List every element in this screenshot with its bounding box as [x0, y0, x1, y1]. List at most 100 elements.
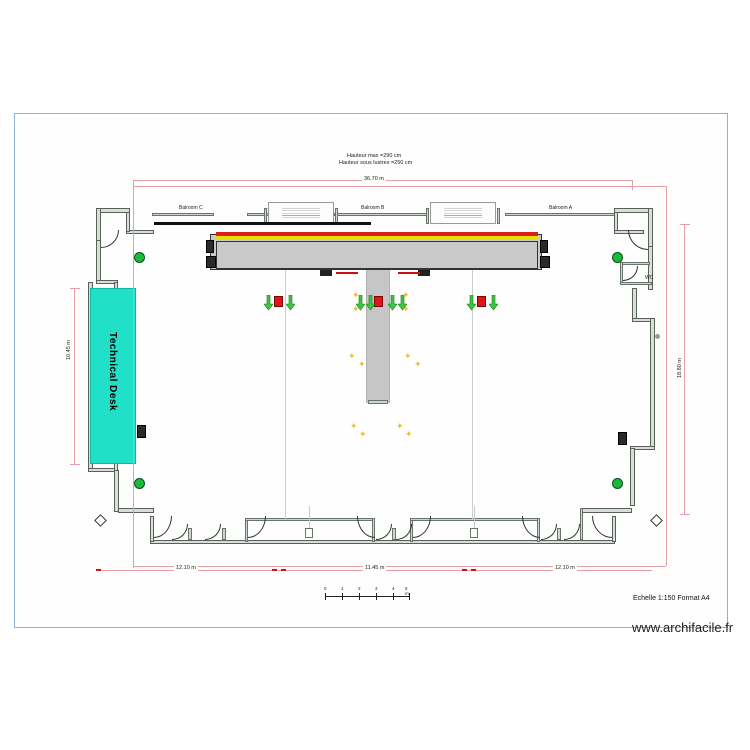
runway-end-cap	[368, 400, 388, 404]
room-label-wc: WC	[645, 275, 654, 281]
wall-wc-top	[620, 262, 650, 265]
exit-arrow-1	[264, 295, 273, 311]
scale-tick-3: 3	[375, 586, 378, 591]
dimension-right-vertical: 18.80 m	[677, 356, 684, 380]
exit-marker-top-left[interactable]	[134, 252, 145, 263]
emergency-light-6: ✦	[358, 359, 366, 369]
room-label-ballroom-b: Balroom B	[361, 205, 385, 211]
exit-arrow-8	[489, 295, 498, 311]
corner-marker-bottom-left	[94, 514, 107, 527]
technical-desk-area[interactable]	[90, 288, 136, 464]
emergency-light-11: ✦	[396, 421, 404, 431]
watermark: www.archifacile.fr	[632, 620, 734, 635]
wall-wc-bottom	[620, 282, 652, 285]
dimension-bottom-tick-4	[462, 569, 467, 571]
dimension-bottom-right: 12.10 m	[553, 565, 577, 572]
wall-right-lower	[630, 448, 635, 506]
wall-right-upper	[648, 246, 653, 290]
scale-tick-0: 0	[324, 586, 327, 591]
emergency-light-3: ✦	[402, 290, 410, 300]
partition-panel-c-b-lines	[282, 208, 320, 218]
door-jamb-b2	[222, 528, 226, 540]
wall-top-right	[505, 213, 615, 216]
wall-chamfer-bottom-right	[580, 508, 632, 513]
wall-right-step-v1	[632, 288, 637, 322]
fire-extinguisher-2	[374, 296, 383, 307]
emergency-light-1: ✦	[352, 290, 360, 300]
extent-line-top	[133, 186, 666, 187]
dimension-bottom-center: 11.45 m	[363, 565, 387, 572]
graphic-scale-bar: 0 1 2 3 4 5 m	[324, 586, 410, 602]
emergency-light-7: ✦	[404, 351, 412, 361]
partition-panel-b-a-lines	[444, 208, 482, 218]
dimension-top-overall: 36.70 m	[362, 176, 386, 183]
wall-chamfer-bottom-left	[118, 508, 154, 513]
door-jamb-b3	[392, 528, 396, 540]
chandelier-drop-2	[474, 506, 475, 534]
dimension-tick-left-bottom	[70, 464, 80, 465]
dimension-line-left	[74, 288, 75, 464]
stage-stripe-yellow	[216, 236, 538, 240]
door-swing-bl-1	[154, 516, 172, 538]
wall-corner-upper-right-h	[614, 208, 652, 213]
wall-fixture-right	[655, 334, 660, 339]
exit-marker-top-right[interactable]	[612, 252, 623, 263]
wall-upper-left-jamb	[126, 212, 130, 232]
wall-upper-left-return	[126, 230, 154, 234]
scale-tick-5: 5 m	[405, 586, 409, 596]
extent-line-bottom	[133, 566, 666, 567]
dimension-bottom-tick-1	[96, 569, 101, 571]
dimension-bottom-tick-3	[281, 569, 286, 571]
column-line-left	[285, 270, 286, 520]
dimension-tick-top-right	[632, 180, 633, 190]
exit-arrow-5	[388, 295, 397, 311]
dimension-line-right	[684, 224, 685, 514]
dimension-tick-right-bottom	[680, 514, 690, 515]
chandelier-fixture-1	[305, 528, 313, 538]
wall-corner-upper-left-h	[96, 208, 130, 213]
stage-stripe-red	[216, 232, 538, 236]
exit-arrow-7	[467, 295, 476, 311]
annotation-height-max: Hauteur max =290 cm	[347, 153, 402, 159]
extent-line-left	[133, 186, 134, 568]
wall-corner-upper-right-v	[648, 208, 653, 248]
exit-marker-bottom-right[interactable]	[612, 478, 623, 489]
emergency-light-4: ✦	[402, 304, 410, 314]
dimension-tick-right-top	[680, 224, 690, 225]
scale-tick-4: 4	[392, 586, 395, 591]
dimension-bottom-left: 12.10 m	[174, 565, 198, 572]
exit-arrow-6	[398, 295, 407, 311]
speaker-wall-right	[618, 432, 627, 445]
scale-tick-2: 2	[358, 586, 361, 591]
wall-left-lower	[114, 470, 119, 512]
emergency-light-12: ✦	[405, 429, 413, 439]
chandelier-drop-1	[309, 506, 310, 534]
emergency-light-5: ✦	[348, 351, 356, 361]
av-dash-right	[398, 272, 420, 274]
door-swing-bay1-left	[248, 516, 266, 538]
partition-jamb-3	[426, 208, 429, 224]
speaker-stage-right-top	[540, 240, 548, 253]
door-swing-bay2-left	[413, 516, 431, 538]
exit-marker-bottom-left[interactable]	[134, 478, 145, 489]
dimension-left-vertical: 10.45 m	[66, 338, 73, 362]
wall-bottom-right-jamb	[612, 516, 616, 542]
emergency-light-8: ✦	[414, 359, 422, 369]
door-swing-bay2-right	[522, 516, 540, 538]
scale-format-note: Echelle 1:150 Format A4	[633, 595, 710, 602]
speaker-wall-left	[137, 425, 146, 438]
annotation-height-under-chandelier: Hauteur sous lustres =250 cm	[339, 160, 413, 166]
emergency-light-10: ✦	[359, 429, 367, 439]
av-marker-left	[320, 270, 332, 276]
wall-bottom	[150, 540, 615, 544]
stage-deck	[216, 241, 538, 269]
door-swing-br-1	[541, 524, 557, 540]
fire-extinguisher-3	[477, 296, 486, 307]
door-jamb-b1	[188, 528, 192, 540]
corner-marker-bottom-right	[650, 514, 663, 527]
room-label-ballroom-c: Balroom C	[179, 205, 203, 211]
door-swing-br-2	[564, 524, 580, 540]
door-swing-top-right	[628, 230, 648, 250]
chandelier-fixture-2	[470, 528, 478, 538]
